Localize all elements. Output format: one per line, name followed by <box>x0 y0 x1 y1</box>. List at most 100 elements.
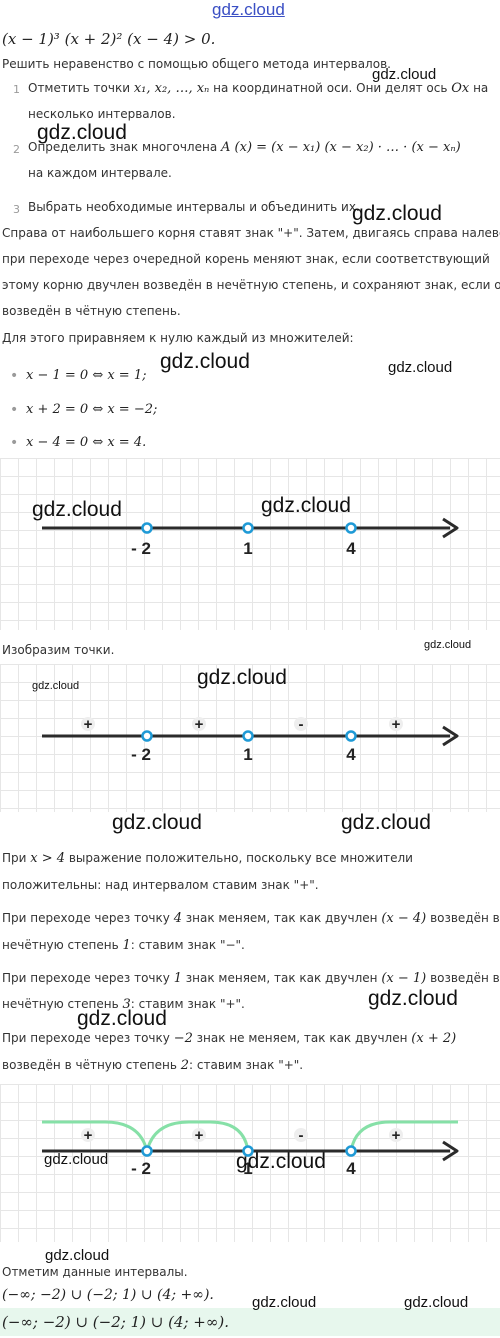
explain-p2-l2-b: : ставим знак "−". <box>130 938 245 952</box>
problem-inequality: (x − 1)³ (x + 2)² (x − 4) > 0. <box>2 30 216 48</box>
explain-p3-l2-m: 3 <box>122 997 131 1012</box>
explain-p3-c: возведён в <box>426 971 500 985</box>
sign-bg-2 <box>192 1128 206 1142</box>
explain-p4-l2-a: возведён в чётную степень <box>2 1058 181 1072</box>
explain-p2-m2: (x − 4) <box>381 911 427 926</box>
zero-item-1: x − 1 = 0 ⇔ x = 1; <box>26 368 147 383</box>
step-1-text-c: на <box>469 81 489 95</box>
caption-points: Изобразим точки. <box>2 643 115 657</box>
step-2-text-a: Определить знак многочлена <box>28 140 222 154</box>
final-answer-highlight <box>0 1308 500 1336</box>
sign-bg-4 <box>389 717 403 731</box>
explain-p1-a: При <box>2 851 31 865</box>
explain-p3-l2-a: нечётную степень <box>2 997 123 1011</box>
point-1 <box>242 1145 254 1157</box>
label-minus-2: - 2 <box>131 1159 151 1178</box>
watermark: gdz.cloud <box>388 359 453 376</box>
watermark: gdz.cloud <box>252 1294 317 1311</box>
explain-p3-m2: (x − 1) <box>381 971 427 986</box>
sign-bg-4 <box>389 1128 403 1142</box>
zero-bullet-1: • <box>10 368 19 384</box>
watermark: gdz.cloud <box>236 1150 326 1173</box>
point-4 <box>345 1145 357 1157</box>
sign-3: - <box>299 716 304 733</box>
explain-p4-m1: −2 <box>173 1031 193 1046</box>
watermark: gdz.cloud <box>404 1294 469 1311</box>
sign-4: + <box>392 716 401 733</box>
explain-p2-l2-a: нечётную степень <box>2 938 123 952</box>
interval-arc-middle <box>145 1120 250 1152</box>
explain-p2-a: При переходе через точку <box>2 911 174 925</box>
step-1-points: x₁, x₂, …, xₙ <box>133 81 210 96</box>
point-4 <box>345 730 357 742</box>
point-minus-2 <box>141 522 153 534</box>
explain-p4-line2: возведён в чётную степень 2: ставим знак… <box>2 1058 303 1073</box>
label-1: 1 <box>243 745 252 764</box>
step-2-line: Определить знак многочлена A (x) = (x − … <box>28 140 461 155</box>
explain-p4-line1: При переходе через точку −2 знак не меня… <box>2 1031 456 1046</box>
number-line-diagram-3: - 2 1 4 + + - + <box>0 1084 500 1242</box>
zero-intro: Для этого приравняем к нулю каждый из мн… <box>2 331 354 345</box>
step-1-line: Отметить точки x₁, x₂, …, xₙ на координа… <box>28 81 488 96</box>
watermark: gdz.cloud <box>424 639 472 651</box>
explain-p1-b: выражение положительно, поскольку все мн… <box>65 851 413 865</box>
zero-item-3: x − 4 = 0 ⇔ x = 4. <box>26 435 147 450</box>
watermark: gdz.cloud <box>341 811 431 834</box>
explain-p2-c: возведён в <box>426 911 500 925</box>
watermark: gdz.cloud <box>352 202 442 225</box>
watermark: gdz.cloud <box>197 666 287 689</box>
explain-p2-b: знак меняем, так как двучлен <box>181 911 382 925</box>
watermark: gdz.cloud <box>32 498 122 521</box>
step-2-polynomial: A (x) = (x − x₁) (x − x₂) · … · (x − xₙ) <box>221 140 461 155</box>
explain-p4-l2-b: : ставим знак "+". <box>189 1058 304 1072</box>
axis-arrow-icon <box>442 517 459 539</box>
label-4: 4 <box>346 539 356 558</box>
zero-item-2: x + 2 = 0 ⇔ x = −2; <box>26 402 158 417</box>
label-1: 1 <box>243 1159 252 1178</box>
sign-1: + <box>84 1127 93 1144</box>
sign-1: + <box>84 716 93 733</box>
explain-p1-math: x > 4 <box>30 851 66 866</box>
sign-bg-2 <box>192 717 206 731</box>
zero-bullet-3: • <box>10 435 19 451</box>
step-1-line2: несколько интервалов. <box>28 107 176 121</box>
number-line-1-svg: - 2 1 4 <box>42 517 459 558</box>
watermark: gdz.cloud <box>372 66 437 83</box>
sign-2: + <box>195 1127 204 1144</box>
answer-union: (−∞; −2) ∪ (−2; 1) ∪ (4; +∞). <box>2 1287 214 1303</box>
explain-p4-m2: (x + 2) <box>411 1031 457 1046</box>
label-minus-2: - 2 <box>131 539 151 558</box>
site-logo[interactable]: gdz.cloud <box>212 0 285 19</box>
explain-p3-line1: При переходе через точку 1 знак меняем, … <box>2 971 500 986</box>
rule-line-2: при переходе через очередной корень меня… <box>2 252 490 266</box>
sign-2: + <box>195 716 204 733</box>
point-minus-2 <box>141 1145 153 1157</box>
explain-p4-a: При переходе через точку <box>2 1031 174 1045</box>
watermark: gdz.cloud <box>32 680 80 692</box>
sign-4: + <box>392 1127 401 1144</box>
number-line-diagram-1: - 2 1 4 <box>0 458 500 630</box>
rule-line-4: возведён в чётную степень. <box>2 304 181 318</box>
step-3-number: 3 <box>13 203 20 216</box>
watermark: gdz.cloud <box>160 350 250 373</box>
step-2-line2: на каждом интервале. <box>28 166 172 180</box>
watermark: gdz.cloud <box>44 1151 109 1168</box>
step-1-axis: Ox <box>451 81 470 96</box>
sign-bg-3 <box>294 717 308 731</box>
rule-line-1: Справа от наибольшего корня ставят знак … <box>2 226 500 240</box>
number-line-2-svg: - 2 1 4 + + - + <box>42 716 459 764</box>
sign-bg-1 <box>81 717 95 731</box>
step-1-text-b: на координатной оси. Они делят ось <box>209 81 452 95</box>
watermark: gdz.cloud <box>112 811 202 834</box>
number-line-3-svg: - 2 1 4 + + - + <box>42 1120 459 1178</box>
number-line-diagram-2: - 2 1 4 + + - + <box>0 664 500 812</box>
rule-line-3: этому корню двучлен возведён в нечётную … <box>2 278 500 292</box>
explain-p4-b: знак не меняем, так как двучлен <box>192 1031 412 1045</box>
point-1 <box>242 522 254 534</box>
final-answer: (−∞; −2) ∪ (−2; 1) ∪ (4; +∞). <box>2 1313 229 1331</box>
watermark: gdz.cloud <box>261 494 351 517</box>
watermark: gdz.cloud <box>37 121 127 144</box>
method-intro: Решить неравенство с помощью общего мето… <box>2 57 391 71</box>
explain-p2-line2: нечётную степень 1: ставим знак "−". <box>2 938 245 953</box>
explain-p2-m1: 4 <box>173 911 182 926</box>
